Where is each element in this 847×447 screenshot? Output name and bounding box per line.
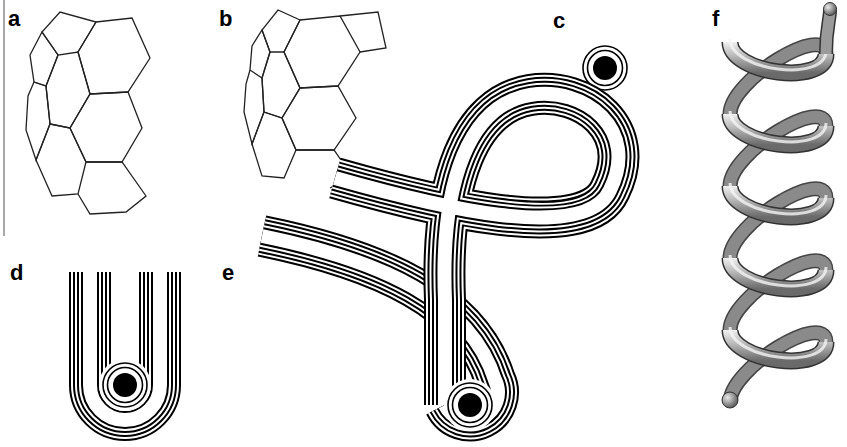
shell-ground (99, 359, 151, 411)
strand-layer (90, 272, 160, 420)
strand-layer (90, 272, 160, 420)
panel-letter: d (10, 262, 23, 284)
shell-ring (448, 383, 492, 427)
coil-highlight (730, 183, 826, 214)
strand-layer (335, 94, 618, 405)
strand-layer (90, 272, 160, 420)
panel-rule (4, 0, 5, 236)
panel-letter: e (222, 262, 234, 284)
tube-end (826, 10, 830, 54)
shell-ring (108, 368, 143, 403)
strand-layer (335, 94, 618, 405)
shell-ring (453, 388, 488, 423)
strand-layer (90, 272, 160, 420)
strand-layer (335, 94, 618, 405)
fullerene-fragment-b (244, 10, 386, 188)
coil-highlight (730, 255, 826, 286)
wrapped-bundle-d (90, 272, 160, 420)
coil-highlight (730, 111, 826, 142)
tube-cap (824, 3, 837, 16)
strand-layer (335, 94, 618, 405)
helical-tube (722, 3, 837, 409)
tube-end (826, 10, 830, 54)
looped-bundle-e (262, 94, 618, 431)
core-particle (458, 393, 482, 417)
strand-layer (90, 272, 160, 420)
panel-letter: c (553, 10, 565, 32)
shell-ring (103, 363, 147, 407)
strand-layer (335, 94, 618, 405)
strand-layer (335, 94, 618, 405)
coil-highlight (730, 327, 826, 358)
core-particle (113, 373, 137, 397)
fullerene-fragment-a (26, 12, 150, 214)
tube-cap (722, 392, 738, 408)
strand-layer (90, 272, 160, 420)
panel-letter: b (219, 8, 232, 30)
strand-layer (90, 272, 160, 420)
strand-layer (335, 94, 618, 405)
coil-highlight (730, 39, 826, 70)
shell-ground (444, 379, 496, 431)
strand-layer (90, 272, 160, 420)
strand-layer (335, 94, 618, 405)
panel-letter: f (712, 8, 719, 30)
panel-letter: a (8, 8, 20, 30)
